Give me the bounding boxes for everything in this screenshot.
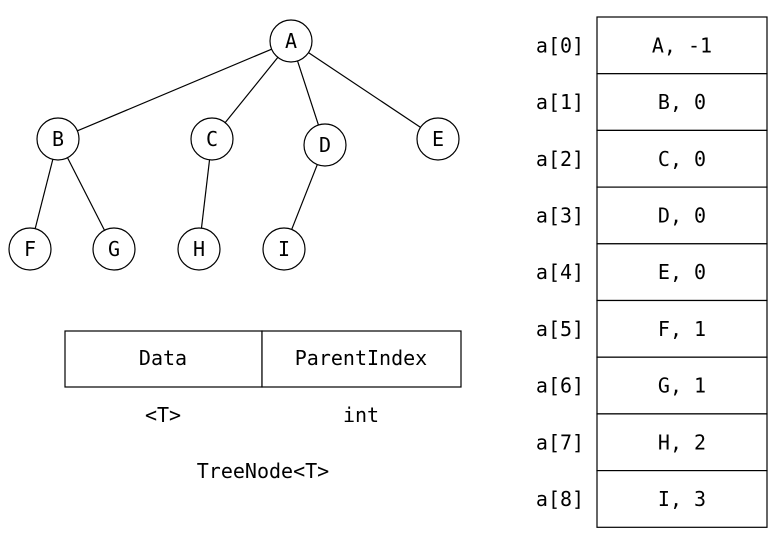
- array-index-label: a[6]: [536, 374, 584, 398]
- tree-node-label: F: [24, 237, 36, 261]
- struct-field-name: ParentIndex: [295, 346, 427, 370]
- array-row: a[8] I, 3: [536, 470, 768, 528]
- struct-field-type: <T>: [145, 403, 181, 427]
- array-index-label: a[4]: [536, 260, 584, 284]
- tree-node-label: D: [319, 133, 331, 157]
- tree-node-label: G: [108, 237, 120, 261]
- array-cell: [596, 16, 768, 75]
- tree-node-circle: [36, 117, 80, 161]
- tree-node-i: I: [262, 227, 306, 271]
- array-cell: [596, 470, 768, 528]
- struct-field-type: int: [343, 403, 379, 427]
- tree-node-circle: [262, 227, 306, 271]
- tree-node-label: H: [193, 237, 205, 261]
- tree-node-c: C: [190, 117, 234, 161]
- array-index-label: a[3]: [536, 203, 584, 227]
- tree-node-circle: [8, 227, 52, 271]
- array-cell-value: B, 0: [658, 90, 706, 114]
- tree-nodes: A B C D E F G H I: [8, 19, 460, 271]
- array-cell-value: H, 2: [658, 430, 706, 454]
- array-row: a[7] H, 2: [536, 413, 768, 472]
- array-row: a[6] G, 1: [536, 356, 768, 415]
- tree-edges: [34, 48, 421, 231]
- array-index-label: a[7]: [536, 430, 584, 454]
- tree-node-circle: [416, 117, 460, 161]
- array-cell-value: A, -1: [652, 33, 712, 57]
- tree-node-label: A: [285, 29, 297, 53]
- struct-data-cell: [64, 330, 263, 388]
- array-row: a[0] A, -1: [536, 16, 768, 75]
- tree-edge-c-h: [200, 159, 211, 229]
- struct-field-name: Data: [139, 346, 187, 370]
- array-cell-value: D, 0: [658, 203, 706, 227]
- struct-parentindex-cell: [261, 330, 462, 388]
- array-cell-value: F, 1: [658, 317, 706, 341]
- tree-edge-d-i: [291, 164, 318, 230]
- treenode-struct: Data ParentIndex <T> int TreeNode<T>: [64, 330, 462, 483]
- array-row: a[5] F, 1: [536, 299, 768, 358]
- tree-node-g: G: [92, 227, 136, 271]
- array-row: a[3] D, 0: [536, 186, 768, 245]
- array-cell: [596, 413, 768, 472]
- tree-node-circle: [190, 117, 234, 161]
- array-cell: [596, 299, 768, 358]
- tree-node-circle: [177, 227, 221, 271]
- array-cell: [596, 243, 768, 302]
- tree-node-h: H: [177, 227, 221, 271]
- tree-node-circle: [92, 227, 136, 271]
- array-cell-value: E, 0: [658, 260, 706, 284]
- tree-node-circle: [303, 123, 347, 167]
- tree-edge-a-e: [308, 52, 421, 128]
- array-cell-value: C, 0: [658, 147, 706, 171]
- tree-node-a: A: [269, 19, 313, 63]
- array-cell-value: G, 1: [658, 374, 706, 398]
- array-cell: [596, 129, 768, 188]
- array-cell-value: I, 3: [658, 487, 706, 511]
- tree-node-f: F: [8, 227, 52, 271]
- tree-edge-a-b: [77, 48, 272, 132]
- array-row: a[4] E, 0: [536, 243, 768, 302]
- tree-edge-b-f: [34, 159, 54, 229]
- array-index-label: a[2]: [536, 147, 584, 171]
- array-row: a[2] C, 0: [536, 129, 768, 188]
- array-index-label: a[1]: [536, 90, 584, 114]
- array-cell: [596, 73, 768, 131]
- tree-edge-a-d: [296, 60, 320, 126]
- array-index-label: a[5]: [536, 317, 584, 341]
- tree-node-circle: [269, 19, 313, 63]
- tree-node-label: B: [52, 127, 64, 151]
- parent-array: a[0] A, -1 a[1] B, 0 a[2] C, 0 a[3] D, 0 a[4] E, …: [536, 16, 768, 528]
- tree-node-label: C: [206, 127, 218, 151]
- tree-node-label: E: [432, 127, 444, 151]
- tree-node-e: E: [416, 117, 460, 161]
- array-row: a[1] B, 0: [536, 73, 768, 131]
- tree-node-b: B: [36, 117, 80, 161]
- array-index-label: a[0]: [536, 33, 584, 57]
- array-cell: [596, 356, 768, 415]
- tree-node-label: I: [278, 237, 290, 261]
- array-cell: [596, 186, 768, 245]
- tree-node-d: D: [303, 123, 347, 167]
- array-index-label: a[8]: [536, 487, 584, 511]
- tree-edge-b-g: [66, 157, 106, 231]
- tree-edge-a-c: [224, 56, 279, 124]
- struct-caption: TreeNode<T>: [197, 459, 329, 483]
